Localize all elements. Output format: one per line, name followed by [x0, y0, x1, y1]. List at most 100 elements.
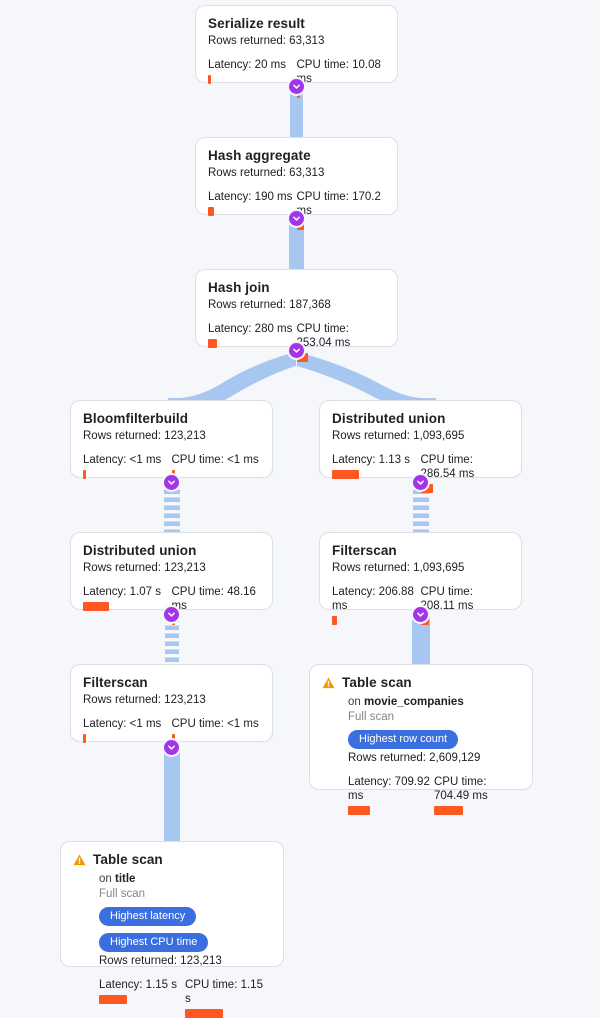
plan-node-hash-aggregate[interactable]: Hash aggregate Rows returned: 63,313 Lat…: [195, 137, 398, 230]
node-title: Table scan: [93, 852, 163, 867]
edge-serialize-to-hashaggregate: [290, 85, 303, 137]
badge-highest-latency[interactable]: Highest latency: [99, 907, 197, 926]
node-body: on movie_companies Full scan Highest row…: [322, 695, 520, 815]
collapse-toggle-distributed-union-right[interactable]: [413, 475, 428, 490]
cpu-bar: [434, 806, 463, 815]
edge-filterscan-left-to-tablescan-title: [164, 748, 180, 845]
cpu-bar: [420, 484, 433, 493]
node-rows-returned: Rows returned: 123,213: [99, 955, 222, 967]
latency-metric: Latency: 1.07 s: [83, 585, 172, 625]
node-title: Distributed union: [332, 411, 446, 426]
latency-label: Latency: <1 ms: [83, 718, 162, 730]
edge-hashjoin-to-distributedunion: [297, 352, 436, 412]
latency-metric: Latency: <1 ms: [83, 717, 172, 743]
node-header: Hash join: [208, 279, 385, 296]
cpu-label: CPU time: <1 ms: [171, 454, 259, 466]
badge-highest-row-count[interactable]: Highest row count: [348, 730, 459, 749]
plan-node-hash-join[interactable]: Hash join Rows returned: 187,368 Latency…: [195, 269, 398, 362]
node-title: Serialize result: [208, 16, 305, 31]
on-prefix: on: [99, 873, 115, 885]
collapse-toggle-serialize-result[interactable]: [289, 79, 304, 94]
node-header: Filterscan: [332, 542, 509, 559]
collapse-toggle-hash-aggregate[interactable]: [289, 211, 304, 226]
cpu-label: CPU time: <1 ms: [171, 718, 259, 730]
edge-distributedunion-left-to-filterscan-left: [165, 616, 179, 668]
node-header: Table scan: [322, 674, 520, 694]
cpu-metric: CPU time: <1 ms: [171, 717, 261, 743]
node-title: Distributed union: [83, 543, 197, 558]
plan-node-filterscan-left[interactable]: Filterscan Rows returned: 123,213 Latenc…: [70, 664, 273, 743]
node-rows-returned: Rows returned: 63,313: [208, 35, 325, 47]
collapse-toggle-filterscan-left[interactable]: [164, 740, 179, 755]
chevron-down-icon: [168, 480, 175, 485]
cpu-label: CPU time: 1.15 s: [185, 979, 263, 1005]
plan-node-table-scan-movie-companies[interactable]: Table scan on movie_companies Full scan …: [309, 664, 533, 815]
cpu-metric: CPU time: 253.04 ms: [296, 322, 386, 362]
latency-metric: Latency: 190 ms: [208, 190, 297, 230]
badge-highest-cpu-time[interactable]: Highest CPU time: [99, 933, 209, 952]
table-name: movie_companies: [364, 696, 464, 708]
collapse-toggle-filterscan-right[interactable]: [413, 607, 428, 622]
latency-metric: Latency: 20 ms: [208, 58, 297, 98]
node-header: Serialize result: [208, 15, 385, 32]
chevron-down-icon: [293, 216, 300, 221]
cpu-metric: CPU time: 170.2 ms: [296, 190, 386, 230]
latency-bar: [332, 470, 359, 479]
node-scan-type: Full scan: [348, 711, 395, 723]
cpu-label: CPU time: 208.11 ms: [420, 586, 474, 612]
node-title: Filterscan: [83, 675, 148, 690]
plan-node-distributed-union-right[interactable]: Distributed union Rows returned: 1,093,6…: [319, 400, 522, 493]
node-body: on title Full scan Highest latency Highe…: [73, 872, 271, 1018]
latency-label: Latency: 20 ms: [208, 59, 286, 71]
latency-label: Latency: <1 ms: [83, 454, 162, 466]
warning-triangle-icon: [73, 853, 86, 871]
plan-node-distributed-union-left[interactable]: Distributed union Rows returned: 123,213…: [70, 532, 273, 625]
latency-metric: Latency: 280 ms: [208, 322, 297, 362]
node-rows-returned: Rows returned: 123,213: [83, 430, 206, 442]
cpu-label: CPU time: 286.54 ms: [420, 454, 475, 480]
collapse-toggle-hash-join[interactable]: [289, 343, 304, 358]
node-title: Hash join: [208, 280, 270, 295]
collapse-toggle-bloomfilterbuild[interactable]: [164, 475, 179, 490]
node-rows-returned: Rows returned: 2,609,129: [348, 752, 481, 764]
node-header: Table scan: [73, 851, 271, 871]
latency-metric: Latency: 1.13 s: [332, 453, 421, 493]
cpu-metric: CPU time: 1.15 s: [185, 978, 271, 1018]
cpu-label: CPU time: 704.49 ms: [434, 776, 488, 802]
node-title: Filterscan: [332, 543, 397, 558]
on-prefix: on: [348, 696, 364, 708]
plan-node-bloomfilterbuild[interactable]: Bloomfilterbuild Rows returned: 123,213 …: [70, 400, 273, 479]
cpu-label: CPU time: 10.08 ms: [296, 59, 381, 85]
node-header: Hash aggregate: [208, 147, 385, 164]
chevron-down-icon: [293, 348, 300, 353]
cpu-bar: [296, 353, 308, 362]
node-title: Table scan: [342, 675, 412, 690]
latency-label: Latency: 206.88 ms: [332, 586, 414, 612]
node-metrics: Latency: 280 ms CPU time: 253.04 ms: [208, 322, 385, 362]
node-rows-returned: Rows returned: 123,213: [83, 562, 206, 574]
node-metrics: Latency: 709.92 ms CPU time: 704.49 ms: [322, 775, 520, 815]
chevron-down-icon: [168, 612, 175, 617]
latency-bar: [208, 207, 214, 216]
node-metrics: Latency: <1 ms CPU time: <1 ms: [83, 453, 260, 479]
latency-metric: Latency: 709.92 ms: [348, 775, 434, 815]
cpu-metric: CPU time: 208.11 ms: [420, 585, 510, 625]
cpu-label: CPU time: 170.2 ms: [296, 191, 381, 217]
node-rows-returned: Rows returned: 63,313: [208, 167, 325, 179]
plan-node-serialize-result[interactable]: Serialize result Rows returned: 63,313 L…: [195, 5, 398, 98]
node-rows-returned: Rows returned: 1,093,695: [332, 430, 465, 442]
edge-distributedunion-to-filterscan: [413, 484, 429, 536]
cpu-label: CPU time: 48.16 ms: [171, 586, 256, 612]
latency-label: Latency: 1.07 s: [83, 586, 161, 598]
plan-node-filterscan-right[interactable]: Filterscan Rows returned: 1,093,695 Late…: [319, 532, 522, 625]
latency-label: Latency: 1.15 s: [99, 979, 177, 991]
latency-metric: Latency: 1.15 s: [99, 978, 185, 1018]
node-scan-type: Full scan: [99, 888, 146, 900]
collapse-toggle-distributed-union-left[interactable]: [164, 607, 179, 622]
edge-filterscan-to-tablescan-moviecompanies: [412, 616, 430, 668]
latency-bar: [83, 602, 109, 611]
node-rows-returned: Rows returned: 1,093,695: [332, 562, 465, 574]
plan-node-table-scan-title[interactable]: Table scan on title Full scan Highest la…: [60, 841, 284, 1018]
